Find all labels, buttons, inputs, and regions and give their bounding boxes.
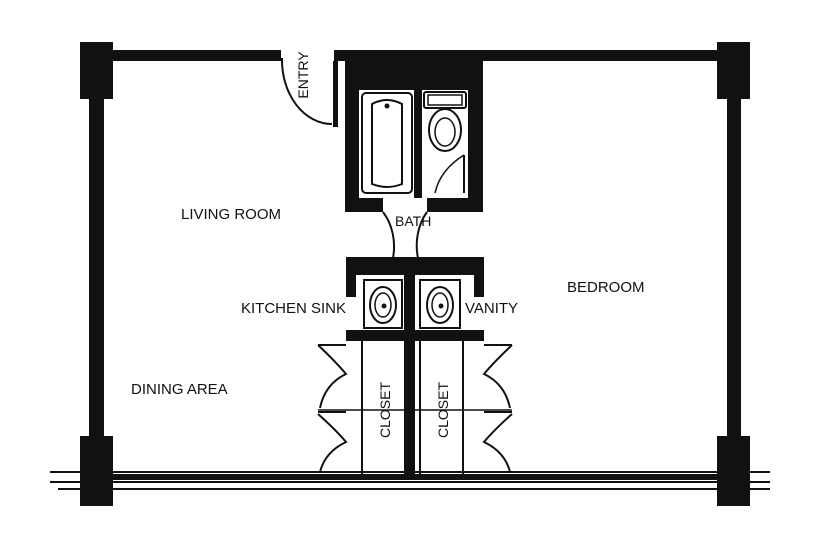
closet-right-label: CLOSET	[435, 382, 451, 438]
closet-door-right-icon	[482, 344, 513, 473]
kitchen-sink-label: KITCHEN SINK	[241, 300, 346, 317]
living-room-label: LIVING ROOM	[181, 206, 281, 223]
toilet-icon	[423, 91, 467, 152]
vanity-sink-icon	[419, 279, 461, 329]
entry-door-icon	[280, 57, 338, 127]
bath-door-icon	[382, 211, 428, 259]
dining-area-label: DINING AREA	[131, 381, 228, 398]
closet-walls	[318, 341, 512, 474]
shower-door-icon	[434, 154, 465, 194]
kitchen-sink-icon	[363, 279, 403, 329]
column-top-left	[80, 42, 113, 99]
wall-top-right	[334, 50, 717, 61]
column-top-right	[717, 42, 750, 99]
sink-block-walls	[346, 257, 484, 475]
closet-door-left-icon	[317, 344, 348, 473]
entry-label: ENTRY	[295, 51, 311, 99]
closet-left-label: CLOSET	[377, 382, 393, 438]
wall-bottom	[113, 474, 717, 480]
wall-top-left	[113, 50, 281, 61]
bathtub-icon	[361, 92, 413, 194]
wall-left	[89, 99, 104, 436]
bathroom-walls	[345, 58, 483, 212]
bedroom-label: BEDROOM	[567, 279, 645, 296]
vanity-label: VANITY	[465, 300, 518, 317]
bath-label: BATH	[395, 213, 431, 229]
wall-right	[727, 99, 741, 436]
